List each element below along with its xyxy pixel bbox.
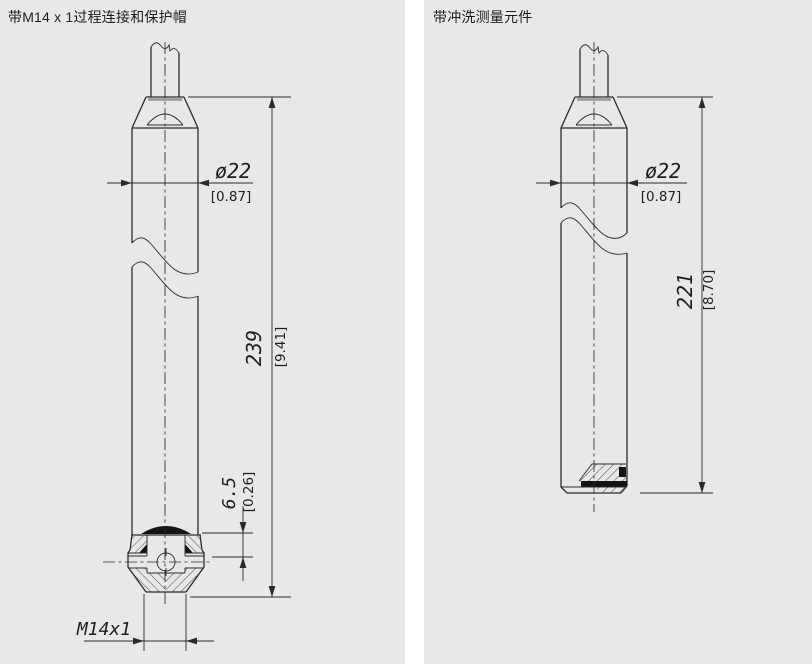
flush-membrane xyxy=(581,481,627,487)
left-length-inch-label: [9.41] xyxy=(273,327,289,368)
right-cable xyxy=(579,44,609,97)
right-length-label: 221 xyxy=(673,273,697,309)
left-dim-diameter: ø22 [0.87] xyxy=(107,159,253,205)
right-length-inch-label: [8.70] xyxy=(701,270,717,311)
right-dim-length: 221 [8.70] xyxy=(617,96,717,494)
left-probe-drawing: ø22 [0.87] 239 [9.41] 6.5 xyxy=(76,42,291,651)
left-cable xyxy=(150,42,180,97)
left-dim-length: 239 [9.41] xyxy=(188,96,291,598)
right-diameter-label: ø22 xyxy=(645,159,681,183)
left-protective-cap xyxy=(127,526,205,593)
left-dim-thread: M14x1 xyxy=(76,594,214,651)
left-dim-tip: 6.5 [0.26] xyxy=(202,472,257,581)
left-body xyxy=(131,128,199,535)
left-tip-label: 6.5 xyxy=(219,477,240,510)
right-panel-title: 带冲洗测量元件 xyxy=(433,9,533,25)
membrane-dome xyxy=(141,526,191,534)
right-body xyxy=(560,128,628,487)
right-diameter-inch-label: [0.87] xyxy=(641,189,682,205)
right-panel-background xyxy=(424,0,812,664)
left-panel-title: 带M14 x 1过程连接和保护帽 xyxy=(8,9,187,25)
left-tip-inch-label: [0.26] xyxy=(241,472,257,513)
left-diameter-label: ø22 xyxy=(215,159,251,183)
left-diameter-inch-label: [0.87] xyxy=(211,189,252,205)
left-length-label: 239 xyxy=(242,330,266,366)
left-thread-label: M14x1 xyxy=(76,619,131,640)
right-dim-diameter: ø22 [0.87] xyxy=(536,159,687,205)
right-probe-drawing: ø22 [0.87] 221 [8.70] xyxy=(536,42,717,512)
